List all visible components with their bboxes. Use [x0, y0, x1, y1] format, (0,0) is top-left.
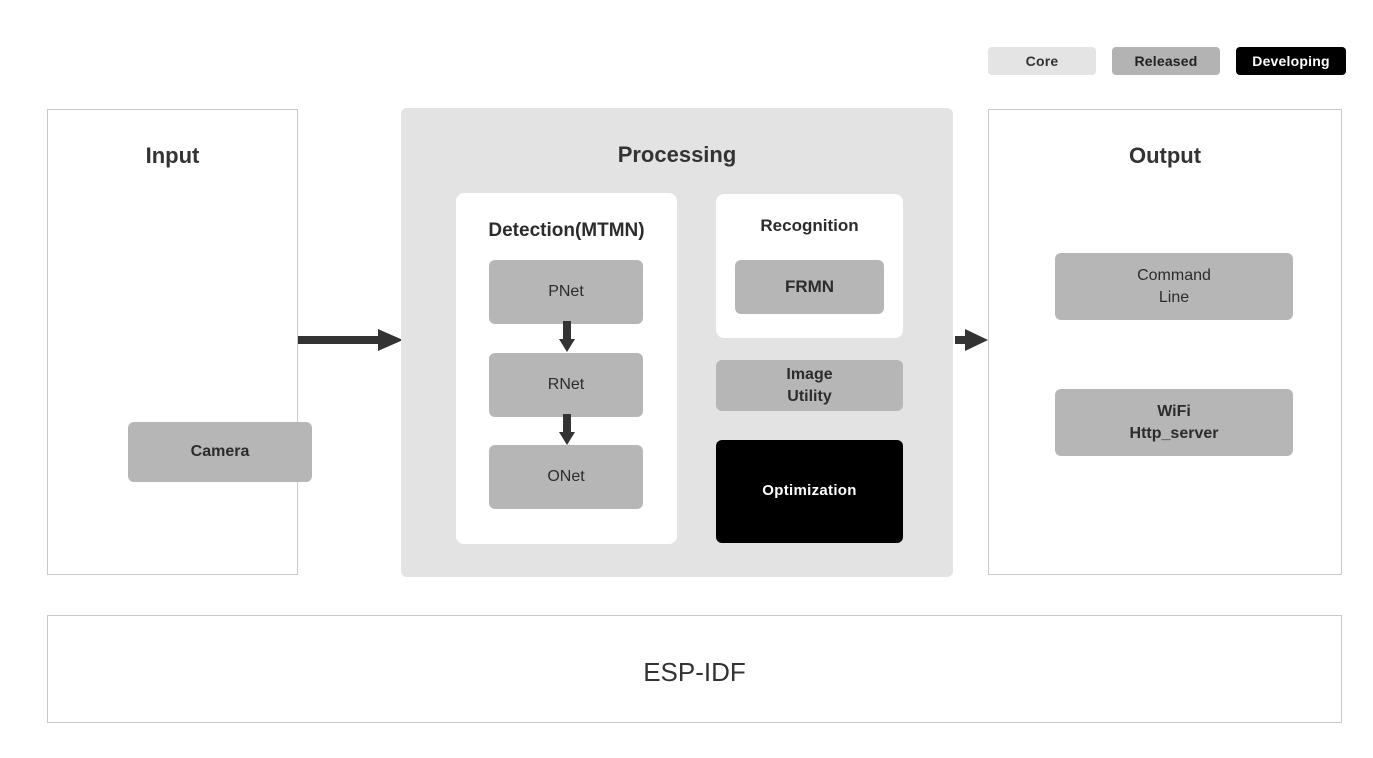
- node-pnet-label: PNet: [548, 283, 584, 301]
- node-wifi-http-server[interactable]: WiFi Http_server: [1055, 389, 1293, 456]
- node-image-utility-label: Image Utility: [786, 364, 832, 407]
- node-optimization[interactable]: Optimization: [716, 440, 903, 543]
- node-camera[interactable]: Camera: [128, 422, 312, 482]
- input-panel: Input Camera: [47, 109, 312, 575]
- node-wifi-http-server-label: WiFi Http_server: [1130, 401, 1219, 444]
- legend: Core Released Developing: [988, 47, 1346, 75]
- legend-chip-core[interactable]: Core: [988, 47, 1096, 75]
- processing-panel-title: Processing: [617, 142, 737, 167]
- detection-card: Detection(MTMN) PNet RNet ONet: [456, 193, 677, 544]
- node-camera-label: Camera: [190, 443, 250, 461]
- arrow-input-to-processing-icon: [298, 327, 404, 358]
- legend-chip-released[interactable]: Released: [1112, 47, 1220, 75]
- node-wifi-http-server-line2: Http_server: [1129, 424, 1219, 442]
- recognition-card: Recognition FRMN: [716, 194, 903, 338]
- node-command-line[interactable]: Command Line: [1055, 253, 1293, 320]
- processing-panel: Processing Detection(MTMN) PNet RNet ONe…: [401, 108, 953, 577]
- detection-card-title: Detection(MTMN): [488, 220, 645, 241]
- node-image-utility-line1: Image: [786, 365, 833, 383]
- node-optimization-label: Optimization: [762, 482, 857, 500]
- arrow-pnet-to-rnet-icon: [558, 321, 576, 358]
- node-image-utility-line2: Utility: [787, 387, 832, 405]
- output-panel: Output Command Line WiFi Http_server: [988, 109, 1342, 575]
- input-panel-title: Input: [145, 143, 200, 168]
- node-command-line-line2: Line: [1158, 288, 1190, 306]
- node-frmn-label: FRMN: [784, 276, 835, 296]
- esp-idf-panel: ESP-IDF: [47, 615, 1342, 723]
- node-frmn[interactable]: FRMN: [735, 260, 884, 314]
- legend-chip-developing[interactable]: Developing: [1236, 47, 1346, 75]
- node-rnet-label: RNet: [547, 376, 585, 394]
- node-rnet[interactable]: RNet: [489, 353, 643, 417]
- node-image-utility[interactable]: Image Utility: [716, 360, 903, 411]
- recognition-card-title: Recognition: [760, 216, 859, 235]
- esp-idf-label: ESP-IDF: [643, 657, 746, 687]
- node-onet[interactable]: ONet: [489, 445, 643, 509]
- node-wifi-http-server-line1: WiFi: [1157, 402, 1191, 420]
- node-pnet[interactable]: PNet: [489, 260, 643, 324]
- node-onet-label: ONet: [547, 468, 585, 486]
- node-command-line-line1: Command: [1137, 266, 1211, 284]
- arrow-rnet-to-onet-icon: [558, 414, 576, 451]
- output-panel-title: Output: [1128, 143, 1202, 168]
- arrow-processing-to-output-icon: [955, 327, 989, 358]
- node-command-line-label: Command Line: [1137, 265, 1211, 308]
